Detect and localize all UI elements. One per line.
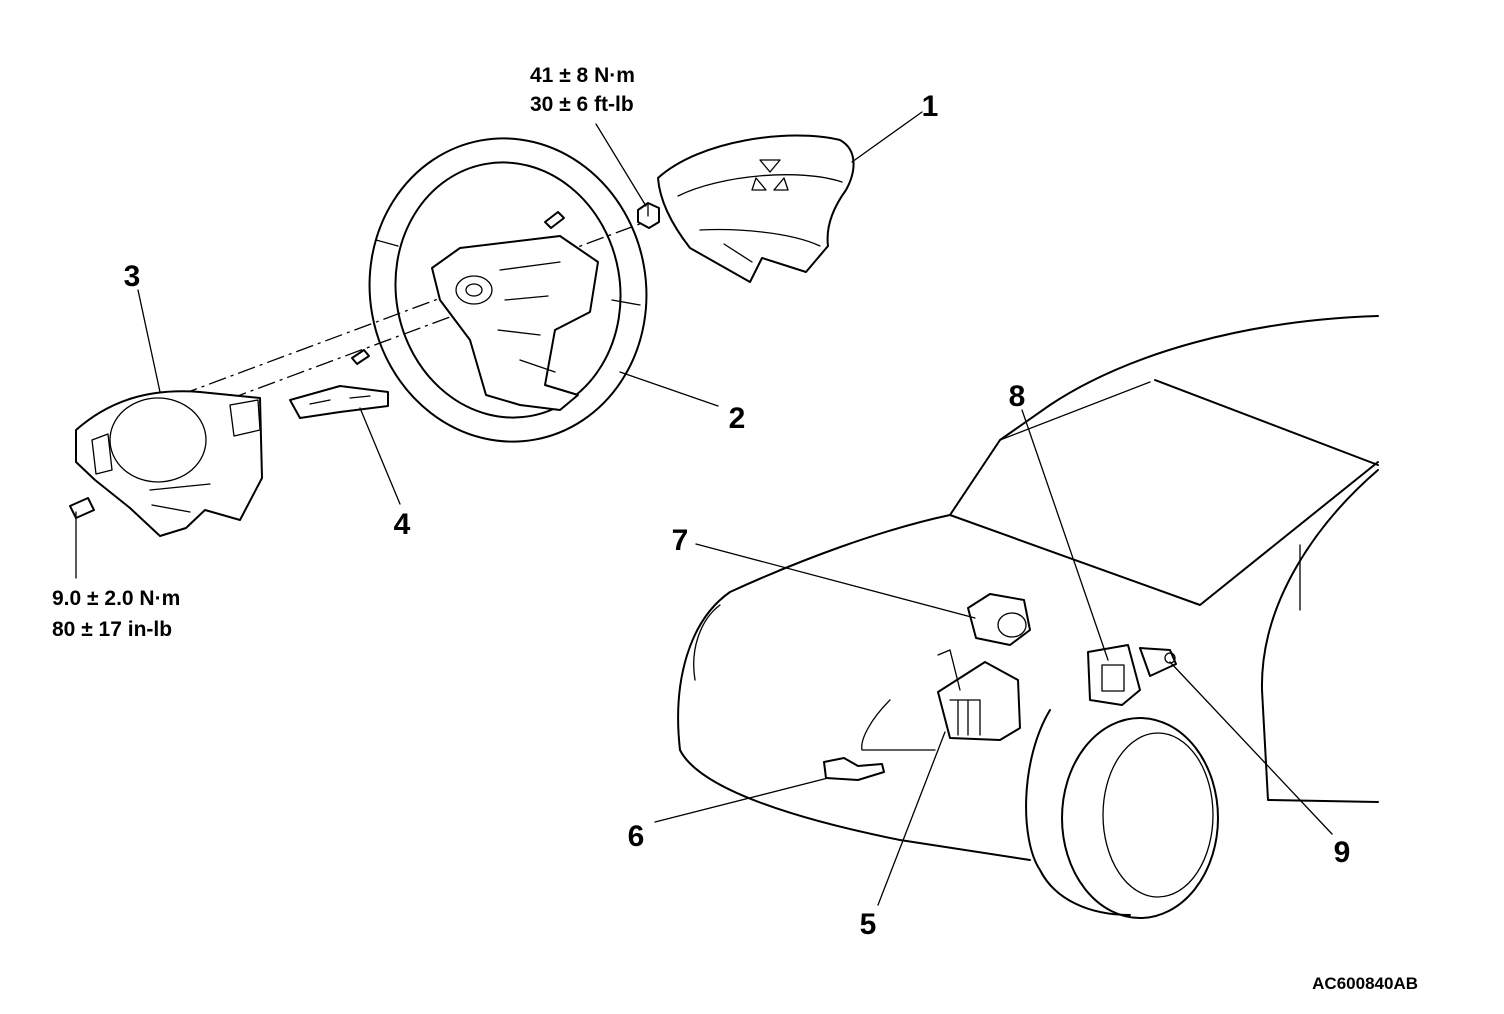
- torque-nut-metric: 41 ± 8 N·m: [530, 64, 635, 87]
- side-impact-sensor: [1087, 644, 1141, 706]
- vehicle-outline: [677, 315, 1379, 919]
- front-impact-sensor: [823, 757, 885, 781]
- figure-code: AC600840AB: [1312, 974, 1418, 993]
- wheel-screw-upper: [544, 211, 565, 229]
- callout-2: 2: [729, 402, 746, 435]
- callout-5: 5: [860, 908, 877, 941]
- driver-airbag-module: [657, 134, 855, 283]
- callout-7: 7: [672, 524, 689, 557]
- callout-6: 6: [628, 820, 645, 853]
- torque-nut-imperial: 30 ± 6 ft-lb: [530, 93, 634, 116]
- steering-wheel-bracket: [289, 385, 389, 419]
- steering-wheel-nut: [637, 202, 660, 229]
- callout-1: 1: [922, 90, 939, 123]
- torque-bolt-imperial: 80 ± 17 in-lb: [52, 618, 172, 641]
- steering-wheel-cover: [75, 390, 263, 537]
- steering-wheel: [368, 137, 648, 443]
- harness-clip: [1139, 647, 1177, 677]
- wheel-screw-lower: [351, 349, 370, 365]
- srs-air-bag-control-unit: [937, 649, 1021, 741]
- cover-mounting-bolt: [69, 497, 95, 519]
- callout-8: 8: [1009, 380, 1026, 413]
- callout-3: 3: [124, 260, 141, 293]
- torque-spec-bolt: 9.0 ± 2.0 N·m 80 ± 17 in-lb: [52, 587, 180, 641]
- callout-9: 9: [1334, 836, 1351, 869]
- leader-lines: [75, 111, 1333, 906]
- callout-4: 4: [394, 508, 411, 541]
- callout-numbers: 1 2 3 4 5 6 7 8 9: [124, 90, 1351, 941]
- torque-spec-nut: 41 ± 8 N·m 30 ± 6 ft-lb: [530, 64, 635, 116]
- passenger-airbag-module: [967, 593, 1031, 646]
- torque-bolt-metric: 9.0 ± 2.0 N·m: [52, 587, 180, 610]
